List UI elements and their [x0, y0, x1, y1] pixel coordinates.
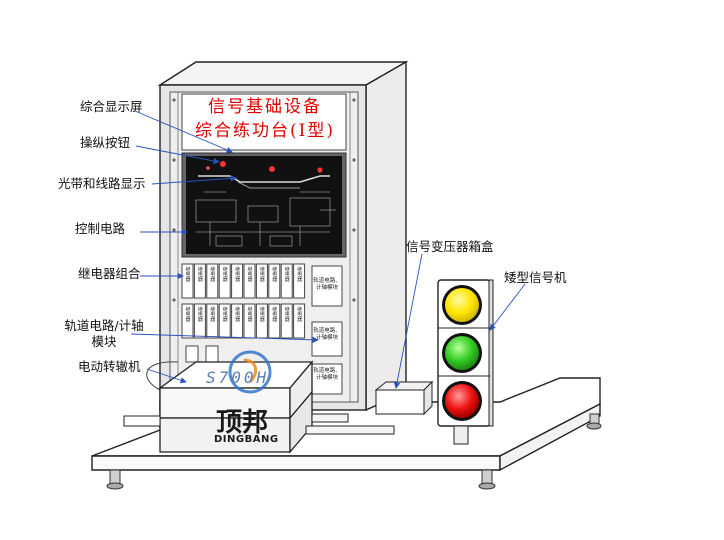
cabinet-screws [172, 98, 356, 302]
title-line-2: 综合练功台(I型) [195, 121, 335, 141]
relay-unit [206, 263, 219, 299]
relay-label: 继电器 [209, 306, 215, 323]
label-display-screen: 综合显示屏 [80, 99, 143, 114]
red-lamp [445, 384, 479, 418]
relay-label: 继电器 [284, 306, 290, 323]
relay-label: 继电器 [271, 266, 277, 283]
relay-unit [255, 263, 268, 299]
relay-unit [280, 303, 293, 339]
relay-label: 继电器 [296, 306, 302, 323]
control-circuit-lines [195, 191, 336, 247]
relay-label: 继电器 [197, 306, 203, 323]
cabinet: 继电器继电器继电器继电器继电器继电器继电器继电器继电器继电器继电器继电器继电器继… [157, 60, 409, 412]
control-button-2[interactable] [269, 166, 275, 172]
label-light-strip: 光带和线路显示 [58, 176, 146, 191]
relay-label: 继电器 [234, 266, 240, 283]
relay-unit [193, 303, 206, 339]
module-1-text: 轨道电路、计轴模块 [313, 278, 341, 291]
relay-group: 继电器继电器继电器继电器继电器继电器继电器继电器继电器继电器继电器继电器继电器继… [181, 263, 306, 339]
yellow-lamp [445, 288, 479, 322]
watermark-logo [228, 350, 272, 394]
relay-label: 继电器 [259, 306, 265, 323]
relay-unit [293, 303, 306, 339]
light-strip-line [198, 175, 330, 183]
control-button-1[interactable] [220, 161, 226, 167]
platform-foot [106, 413, 602, 490]
control-button-3[interactable] [317, 167, 323, 173]
relay-unit [231, 303, 244, 339]
label-switch-machine: 电动转辙机 [78, 359, 141, 374]
relay-unit [193, 263, 206, 299]
relay-unit [243, 263, 256, 299]
relay-label: 继电器 [259, 266, 265, 283]
label-transformer-box: 信号变压器箱盒 [406, 239, 494, 254]
switch-rod [305, 425, 395, 435]
relay-unit [181, 303, 194, 339]
title-panel [181, 93, 347, 151]
relay-label: 继电器 [185, 266, 191, 283]
module-3-text: 轨道电路、计轴模块 [313, 368, 341, 381]
relay-label: 继电器 [234, 306, 240, 323]
relay-label: 继电器 [222, 306, 228, 323]
relay-label: 继电器 [271, 306, 277, 323]
relay-label: 继电器 [296, 266, 302, 283]
switch-machine [123, 360, 395, 454]
label-dwarf-signal: 矮型信号机 [504, 270, 567, 285]
track-counter-modules [311, 265, 343, 395]
green-lamp [445, 336, 479, 370]
label-relay-group: 继电器组合 [78, 266, 141, 281]
relay-unit [206, 303, 219, 339]
watermark-code: S700H [206, 368, 270, 387]
label-control-button: 操纵按钮 [80, 135, 131, 150]
relay-label: 继电器 [247, 266, 253, 283]
relay-label: 继电器 [247, 306, 253, 323]
relay-unit [218, 303, 231, 339]
watermark-brand-en: DINGBANG [214, 434, 279, 445]
label-control-circuit: 控制电路 [75, 221, 126, 236]
module-2-text: 轨道电路、计轴模块 [313, 328, 341, 341]
relay-label: 继电器 [185, 306, 191, 323]
relay-unit [218, 263, 231, 299]
relay-label: 继电器 [209, 266, 215, 283]
relay-label: 继电器 [197, 266, 203, 283]
relay-unit [280, 263, 293, 299]
display-screen [181, 152, 347, 258]
label-track-module: 轨道电路/计轴模块 [64, 318, 144, 349]
dwarf-signal [437, 279, 494, 445]
relay-label: 继电器 [284, 266, 290, 283]
relay-unit [268, 263, 281, 299]
relay-unit [181, 263, 194, 299]
signal-transformer-box [374, 380, 434, 416]
title-line-1: 信号基础设备 [208, 97, 322, 117]
relay-unit [268, 303, 281, 339]
relay-unit [293, 263, 306, 299]
relay-label: 继电器 [222, 266, 228, 283]
leader-arrows [130, 110, 526, 389]
watermark-brand-cn: 顶邦 [216, 408, 269, 438]
relay-unit [231, 263, 244, 299]
